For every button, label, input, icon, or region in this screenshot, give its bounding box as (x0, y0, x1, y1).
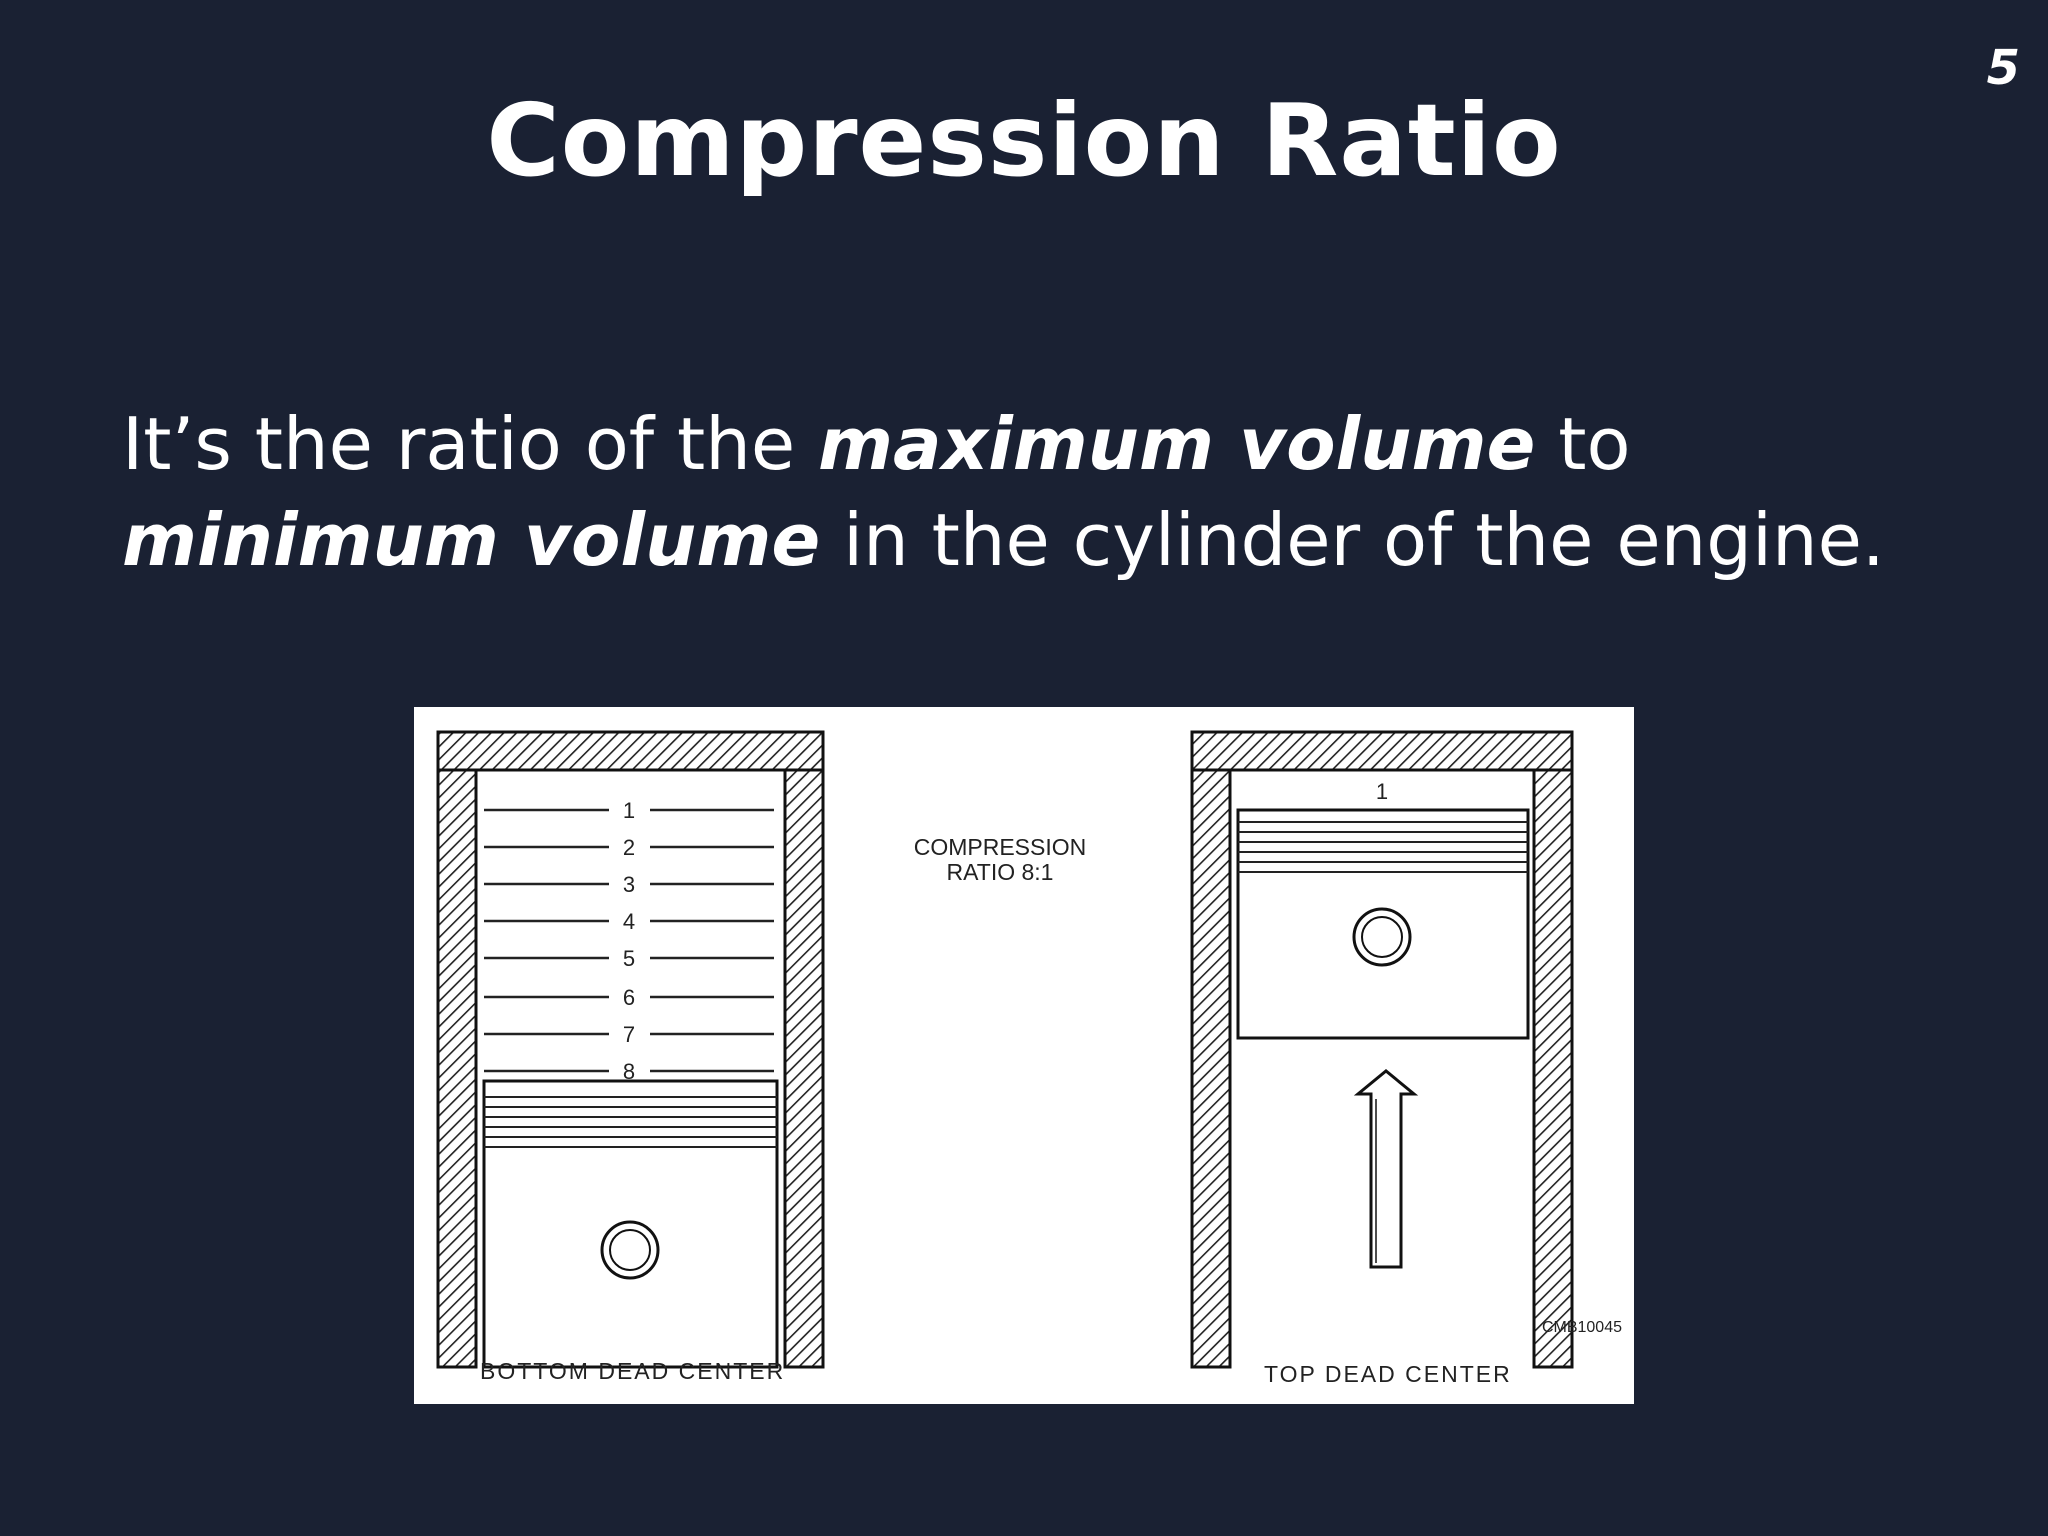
bdc-marker-4: 4 (623, 909, 635, 934)
bdc-marker-2: 2 (623, 835, 635, 860)
bdc-marker-7: 7 (623, 1022, 635, 1047)
up-arrow-icon (1353, 1069, 1419, 1269)
slide-number: 5 (1986, 40, 2020, 96)
cylinder-tdc: 1 (1190, 730, 1574, 1369)
volume-divisions (484, 808, 774, 1073)
cylinder-wall-right-b (1532, 768, 1574, 1369)
caption-ratio: RATIO 8:1 (947, 859, 1054, 885)
diagram-svg: 1 2 3 4 5 6 7 8 (436, 730, 1622, 1387)
compression-ratio-diagram: 1 2 3 4 5 6 7 8 (414, 707, 1634, 1404)
piston-bdc (482, 1079, 779, 1369)
cylinder-head-right (1190, 730, 1574, 772)
bdc-marker-1: 1 (623, 798, 635, 823)
bdc-marker-8: 8 (623, 1059, 635, 1084)
definition-text: It’s the ratio of the maximum volume to … (122, 396, 1922, 588)
definition-part-2: to (1535, 402, 1631, 486)
tdc-marker-1: 1 (1376, 779, 1388, 804)
bdc-marker-5: 5 (623, 946, 635, 971)
cylinder-bdc: 1 2 3 4 5 6 7 8 (436, 730, 825, 1369)
label-bottom-dead-center: BOTTOM DEAD CENTER (480, 1358, 785, 1384)
page-title: Compression Ratio (486, 82, 1562, 199)
definition-emphasis-min: minimum volume (122, 498, 821, 582)
cylinder-wall-left-a (436, 768, 478, 1369)
definition-part-1: It’s the ratio of the (122, 402, 819, 486)
label-top-dead-center: TOP DEAD CENTER (1264, 1361, 1512, 1387)
cylinder-wall-right-a (1190, 768, 1232, 1369)
bdc-marker-6: 6 (623, 985, 635, 1010)
bdc-marker-3: 3 (623, 872, 635, 897)
cylinder-head-left (436, 730, 825, 772)
definition-part-3: in the cylinder of the engine. (820, 498, 1885, 582)
definition-emphasis-max: maximum volume (818, 402, 1536, 486)
piston-tdc (1236, 808, 1530, 1040)
cylinder-wall-left-b (783, 768, 825, 1369)
caption-compression: COMPRESSION (914, 834, 1087, 860)
figure-code: CMB10045 (1542, 1319, 1622, 1336)
